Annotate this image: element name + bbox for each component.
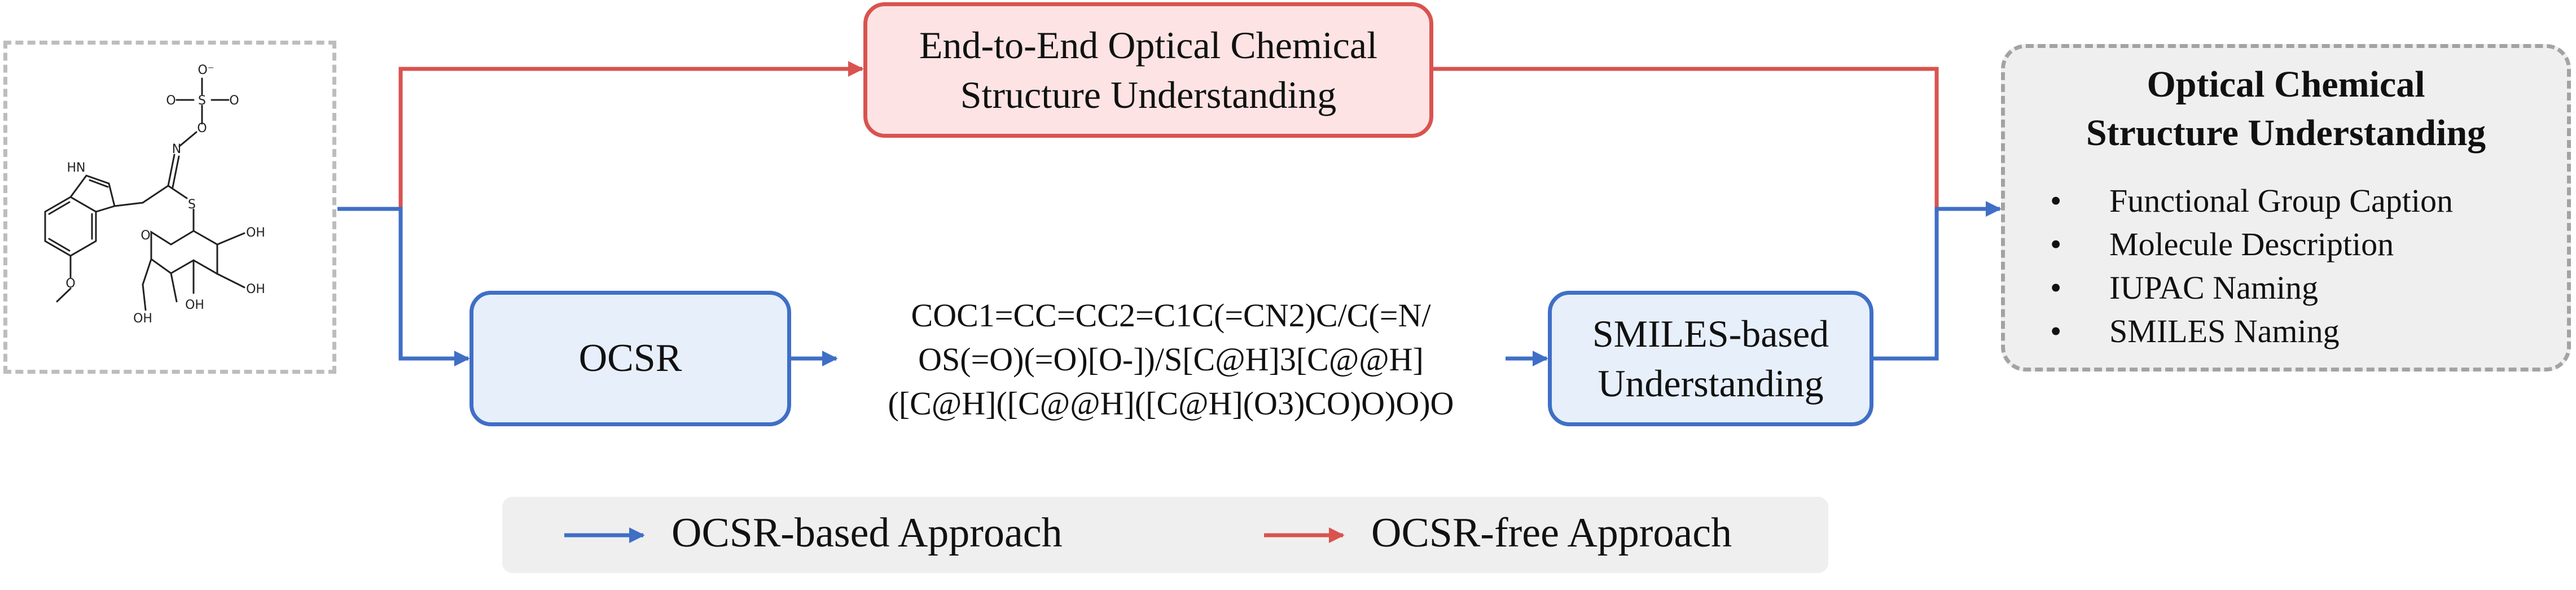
bullet-glyph: • — [2050, 226, 2062, 263]
ocsu-task-label: IUPAC Naming — [2109, 269, 2319, 306]
red-path-from-e2e — [1433, 67, 1939, 209]
atom-n: N — [172, 142, 181, 156]
atom-s-thio: S — [188, 198, 196, 212]
legend-label-ocsr-based: OCSR-based Approach — [672, 510, 1063, 556]
ocsu-output-box: Optical Chemical Structure Understanding… — [2001, 44, 2571, 372]
ocsr-box: OCSR — [469, 291, 791, 426]
smiles-understanding-box: SMILES-based Understanding — [1548, 291, 1873, 426]
ocsu-title: Optical Chemical Structure Understanding — [2086, 60, 2486, 158]
atom-oh-c: OH — [185, 298, 204, 312]
atom-o-left: O — [166, 94, 175, 108]
e2e-line-1: End-to-End Optical Chemical — [919, 24, 1377, 67]
atom-oh-a: OH — [246, 226, 265, 240]
legend-label-ocsr-free: OCSR-free Approach — [1371, 510, 1732, 556]
ocsu-task-item: • Functional Group Caption — [2050, 179, 2453, 222]
ocsu-task-label: SMILES Naming — [2109, 313, 2340, 349]
smiles-string: COC1=CC=CC2=C1C(=CN2)C/C(=N/ OS(=O)(=O)[… — [835, 289, 1507, 430]
atom-oh-d: OH — [133, 312, 152, 326]
legend-swatches — [564, 527, 1345, 543]
legend: OCSR-based Approach OCSR-free Approach — [502, 497, 1828, 573]
ocsu-task-list: • Functional Group Caption • Molecule Desc… — [2005, 179, 2453, 353]
bullet-glyph: • — [2050, 269, 2062, 306]
atom-s-sulfonyl: S — [198, 94, 206, 108]
blue-path-image-to-ocsr — [337, 207, 470, 366]
smiles-line-1: COC1=CC=CC2=C1C(=CN2)C/C(=N/ — [911, 297, 1431, 334]
smiles-line-3: ([C@H]([C@@H]([C@H](O3)CO)O)O)O — [888, 385, 1454, 422]
atom-o-ester: O — [197, 121, 207, 136]
atom-o-minus: O⁻ — [198, 63, 214, 77]
smiles-line-2: OS(=O)(=O)[O-])/S[C@H]3[C@@H] — [918, 341, 1424, 378]
e2e-understanding-box: End-to-End Optical Chemical Structure Un… — [863, 2, 1433, 138]
ocsu-task-item: • Molecule Description — [2050, 222, 2453, 266]
e2e-line-2: Structure Understanding — [960, 73, 1337, 116]
molecule-image-frame: HN O⁻ O S O O N S O OH OH OH OH O — [3, 41, 336, 374]
atom-o-ring: O — [141, 229, 150, 243]
ocsu-task-item: • IUPAC Naming — [2050, 266, 2453, 309]
blue-path-understanding-to-ocsu — [1873, 201, 2002, 361]
pyrrole-ring-bond — [69, 174, 116, 213]
ocsu-task-item: • SMILES Naming — [2050, 309, 2453, 353]
bullet-glyph: • — [2050, 182, 2062, 219]
atom-o-methoxy: O — [65, 277, 75, 291]
smiles-understanding-line-1: SMILES-based — [1592, 312, 1829, 355]
red-path-to-e2e — [398, 61, 864, 209]
glucose-ring-bond — [150, 230, 218, 276]
smiles-understanding-line-2: Understanding — [1598, 362, 1824, 405]
atom-oh-b: OH — [246, 282, 265, 296]
molecule-structure-drawing: HN O⁻ O S O O N S O OH OH OH OH O — [44, 63, 265, 326]
ocsu-task-label: Functional Group Caption — [2109, 182, 2453, 219]
bullet-glyph: • — [2050, 313, 2062, 349]
atom-nh: HN — [67, 161, 86, 175]
ocsu-title-line-1: Optical Chemical — [2147, 64, 2425, 105]
ocsr-label: OCSR — [578, 336, 682, 380]
atom-o-right: O — [229, 94, 239, 108]
ocsu-title-line-2: Structure Understanding — [2086, 112, 2486, 154]
ocsu-task-label: Molecule Description — [2109, 226, 2394, 263]
benzene-ring-bond — [44, 196, 97, 257]
